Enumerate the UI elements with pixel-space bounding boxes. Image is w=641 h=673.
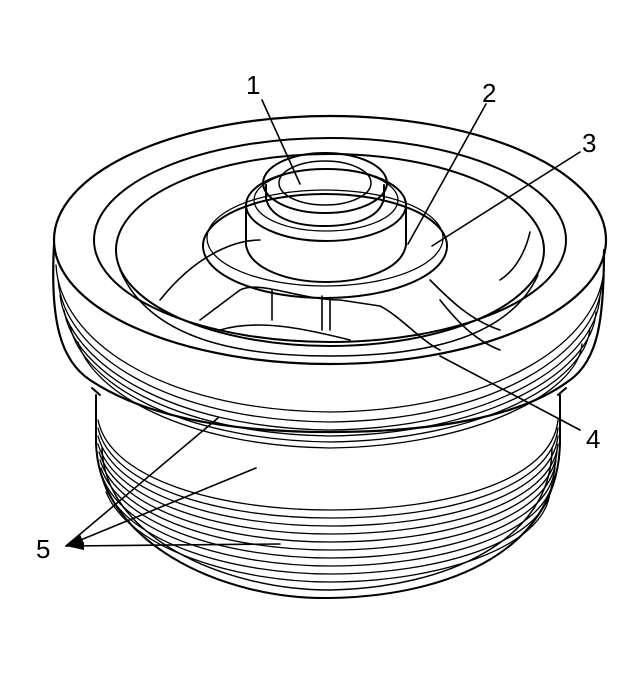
callout-4: 4 bbox=[586, 424, 601, 454]
leader-3 bbox=[431, 151, 581, 247]
callout-1: 1 bbox=[246, 70, 261, 100]
groove-rings bbox=[97, 419, 559, 583]
callout-2: 2 bbox=[482, 78, 497, 108]
leader-2 bbox=[407, 103, 487, 245]
leader-1 bbox=[261, 99, 301, 185]
outer-flange bbox=[52, 114, 608, 449]
leader-lines bbox=[65, 99, 581, 547]
hub-assembly bbox=[202, 152, 448, 299]
callout-3: 3 bbox=[582, 128, 597, 158]
leader-5b bbox=[65, 467, 257, 547]
hub-cavity bbox=[159, 231, 531, 351]
arrowheads bbox=[66, 534, 84, 550]
leader-5c bbox=[65, 543, 281, 547]
leader-4 bbox=[439, 355, 581, 431]
leader-5a bbox=[65, 417, 219, 547]
callout-5: 5 bbox=[36, 534, 51, 564]
